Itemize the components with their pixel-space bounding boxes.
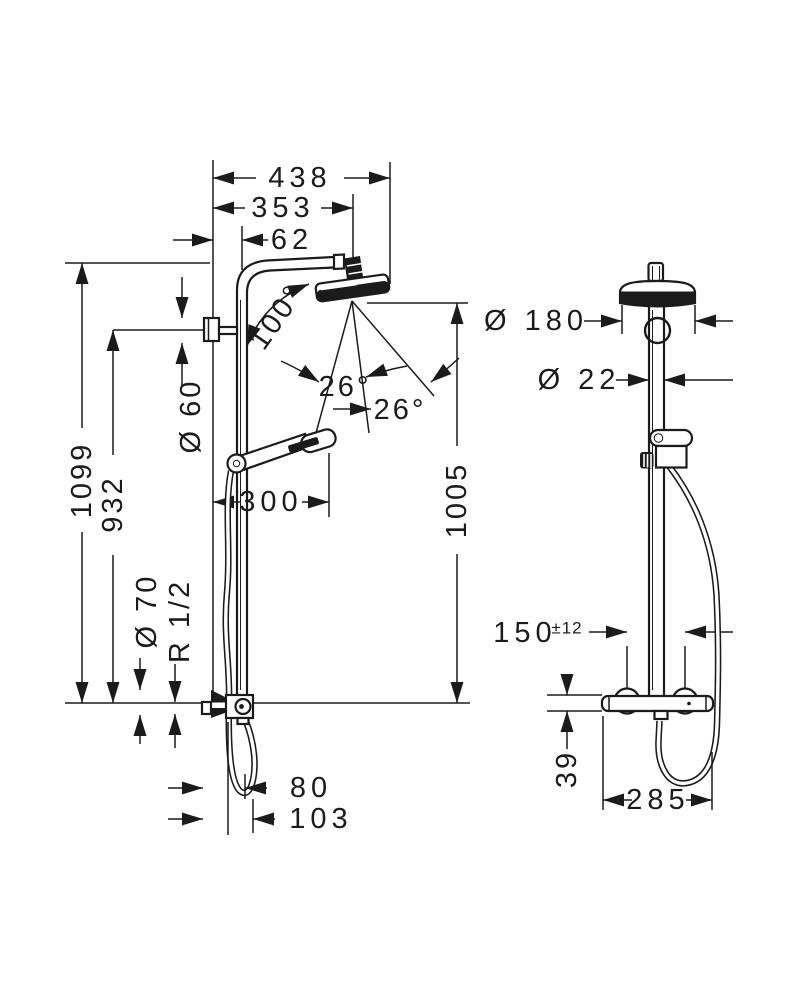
- dim-spray-angle-outer: 26°: [374, 394, 427, 426]
- dim-escutcheon-diameter: Ø 70: [131, 574, 163, 649]
- wall-bracket: [202, 316, 239, 343]
- dim-connection-thread: R 1/2: [164, 579, 196, 663]
- overhead-shower-side: [618, 261, 697, 345]
- dim-wall-bracket-diameter: Ø 60: [175, 379, 207, 454]
- supply-elbow: [200, 690, 255, 726]
- front-dimension-lines: [75, 171, 464, 748]
- dim-hose-offset-outer: 103: [289, 803, 352, 835]
- dim-pipe-wall-offset: 62: [271, 224, 313, 256]
- wall-thread-pin: [200, 700, 213, 716]
- slider-knob: [226, 453, 247, 474]
- dim-hand-shower-projection: 300: [239, 486, 302, 518]
- side-dimension-lines: [547, 305, 733, 749]
- hose-nipple-side: [653, 709, 669, 721]
- dim-valve-height: 39: [551, 750, 583, 788]
- shower-pipe-front: [235, 253, 346, 697]
- thermostat-valve: [600, 687, 715, 715]
- swivel-ball: [643, 316, 672, 345]
- shower-hose-side: [653, 464, 722, 787]
- hand-shower-holder-side: [640, 428, 694, 469]
- front-view: 438 353 62 100° 26° 26° Ø 60 1099 932 30…: [65, 160, 473, 835]
- dim-hose-offset-inner: 80: [290, 772, 332, 804]
- shower-pipe-side: [647, 305, 666, 696]
- front-reference-lines: [65, 160, 470, 704]
- front-lower-dimensions: [168, 722, 275, 835]
- head-pivot-pin: [647, 261, 665, 283]
- arm-end-cap: [332, 253, 346, 271]
- dim-connection-distance: 150: [493, 617, 556, 649]
- dim-head-center-projection: 353: [251, 192, 314, 224]
- dim-connection-tolerance: ±12: [551, 619, 582, 638]
- overhead-shower-front: [314, 273, 391, 303]
- dim-pipe-diameter: Ø 22: [538, 364, 621, 396]
- dim-overall-width: 285: [626, 784, 689, 816]
- dim-total-projection: 438: [268, 162, 331, 194]
- dim-spray-angle-inner: 26°: [319, 371, 372, 403]
- side-width-dimension: [602, 716, 713, 810]
- dim-overhead-diameter: Ø 180: [484, 305, 588, 337]
- dim-total-height: 1099: [66, 442, 98, 519]
- dim-bracket-height: 932: [97, 475, 129, 532]
- side-view: Ø 180 Ø 22 150 ±12 39 285: [484, 261, 733, 816]
- dim-head-height: 1005: [441, 462, 473, 539]
- hand-shower: [226, 428, 337, 474]
- shower-hose-front: [222, 470, 258, 796]
- dim-arm-swivel-angle: 100°: [243, 278, 311, 355]
- hose-nipple-front: [236, 716, 250, 726]
